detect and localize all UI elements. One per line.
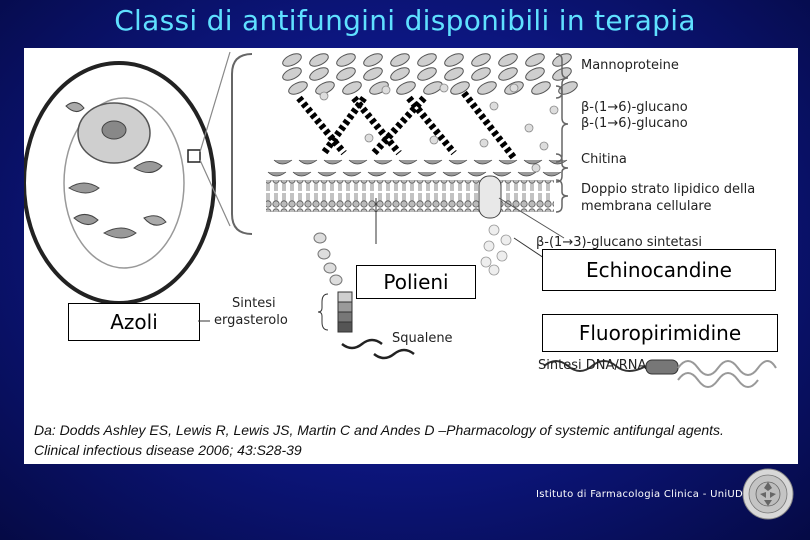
label-sintesi: Sintesi <box>232 296 276 311</box>
label-glucano-1-6-a: β-(1→6)-glucano <box>581 100 688 115</box>
label-ergasterolo: ergasterolo <box>214 313 288 328</box>
citation: Da: Dodds Ashley ES, Lewis R, Lewis JS, … <box>34 420 734 460</box>
fluoropirimidine-label: Fluoropirimidine <box>579 321 741 345</box>
diagram-panel: Mannoproteine β-(1→6)-glucano β-(1→6)-gl… <box>24 48 798 464</box>
university-seal-icon <box>742 468 794 520</box>
label-squalene: Squalene <box>392 331 453 346</box>
mannoprotein-layer <box>281 51 579 97</box>
drug-class-azoli: Azoli <box>68 303 200 341</box>
polieni-label: Polieni <box>383 270 448 294</box>
label-membrane-line2: membrana cellulare <box>581 199 711 214</box>
drug-class-polieni: Polieni <box>356 265 476 299</box>
drug-class-fluoropirimidine: Fluoropirimidine <box>542 314 778 352</box>
label-glucan-synthetase: β-(1→3)-glucano sintetasi <box>536 235 702 250</box>
label-glucano-1-6-b: β-(1→6)-glucano <box>581 116 688 131</box>
footer-institute: Istituto di Farmacologia Clinica - UniUD <box>536 489 743 500</box>
fungal-cell <box>24 52 230 303</box>
glucan-chains <box>299 84 558 172</box>
label-dna-rna: Sintesi DNA/RNA <box>538 358 646 373</box>
drug-class-echinocandine: Echinocandine <box>542 249 776 291</box>
lipid-bilayer <box>266 180 554 212</box>
echinocandine-label: Echinocandine <box>586 258 732 282</box>
label-mannoproteine: Mannoproteine <box>581 58 679 73</box>
slide-title: Classi di antifungini disponibili in ter… <box>0 4 810 37</box>
label-membrane-line1: Doppio strato lipidico della <box>581 182 755 197</box>
azoli-label: Azoli <box>110 310 158 334</box>
label-chitina: Chitina <box>581 152 627 167</box>
chitin-layer <box>268 160 567 176</box>
